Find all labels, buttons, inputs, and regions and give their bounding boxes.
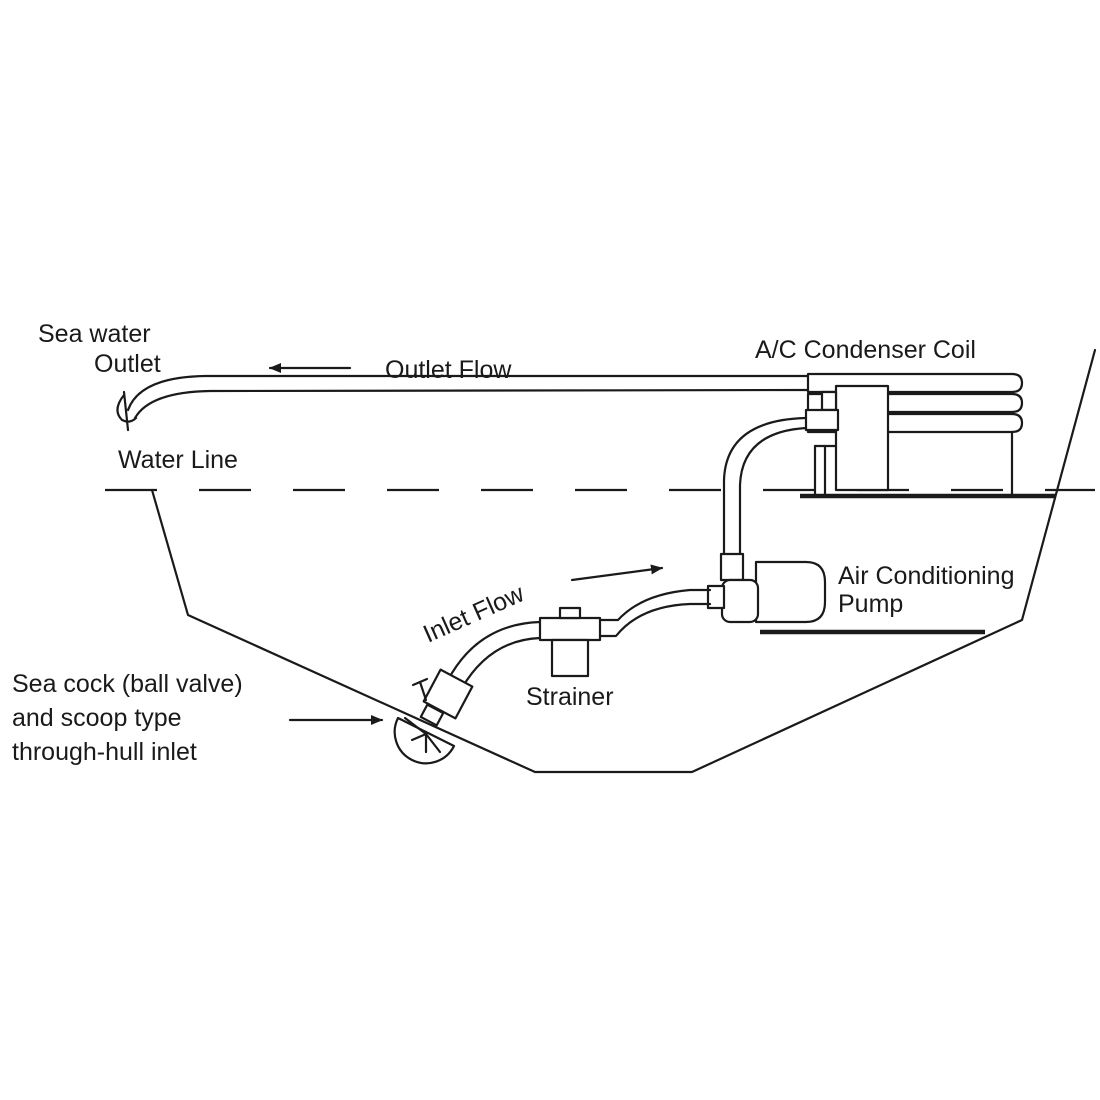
outlet-pipe-inner <box>133 388 812 420</box>
hose-collar <box>719 552 745 582</box>
hull-outline <box>150 348 1097 774</box>
label-water-line: Water Line <box>118 446 238 474</box>
label-inlet-flow: Inlet Flow <box>419 579 529 648</box>
pump-hose <box>722 416 808 562</box>
sea-cock-valve <box>393 668 474 765</box>
label-sea-water: Sea water <box>38 320 151 348</box>
strainer <box>538 606 602 678</box>
strainer-to-pump-hose-inner <box>598 602 712 638</box>
inlet-hose <box>446 620 542 682</box>
label-air-conditioning: Air Conditioning <box>838 562 1015 590</box>
outlet-pipe <box>126 374 812 412</box>
label-pump: Pump <box>838 590 903 618</box>
outlet-fitting <box>116 393 138 423</box>
label-sea-cock-3: through-hull inlet <box>12 738 197 766</box>
label-outlet-flow: Outlet Flow <box>385 356 512 384</box>
condenser-coil <box>804 372 1024 496</box>
label-sea-cock-2: and scoop type <box>12 704 182 732</box>
label-condenser-coil: A/C Condenser Coil <box>755 336 976 364</box>
label-outlet: Outlet <box>94 350 161 378</box>
label-sea-cock-1: Sea cock (ball valve) <box>12 670 243 698</box>
pump-hose-inner <box>738 426 808 562</box>
outlet-fitting-mark <box>122 390 130 432</box>
strainer-to-pump-hose <box>598 588 712 622</box>
inlet-flow-arrow <box>570 564 664 582</box>
inlet-hose-inner <box>460 636 542 690</box>
label-strainer: Strainer <box>526 683 614 711</box>
air-conditioning-pump <box>706 560 827 624</box>
